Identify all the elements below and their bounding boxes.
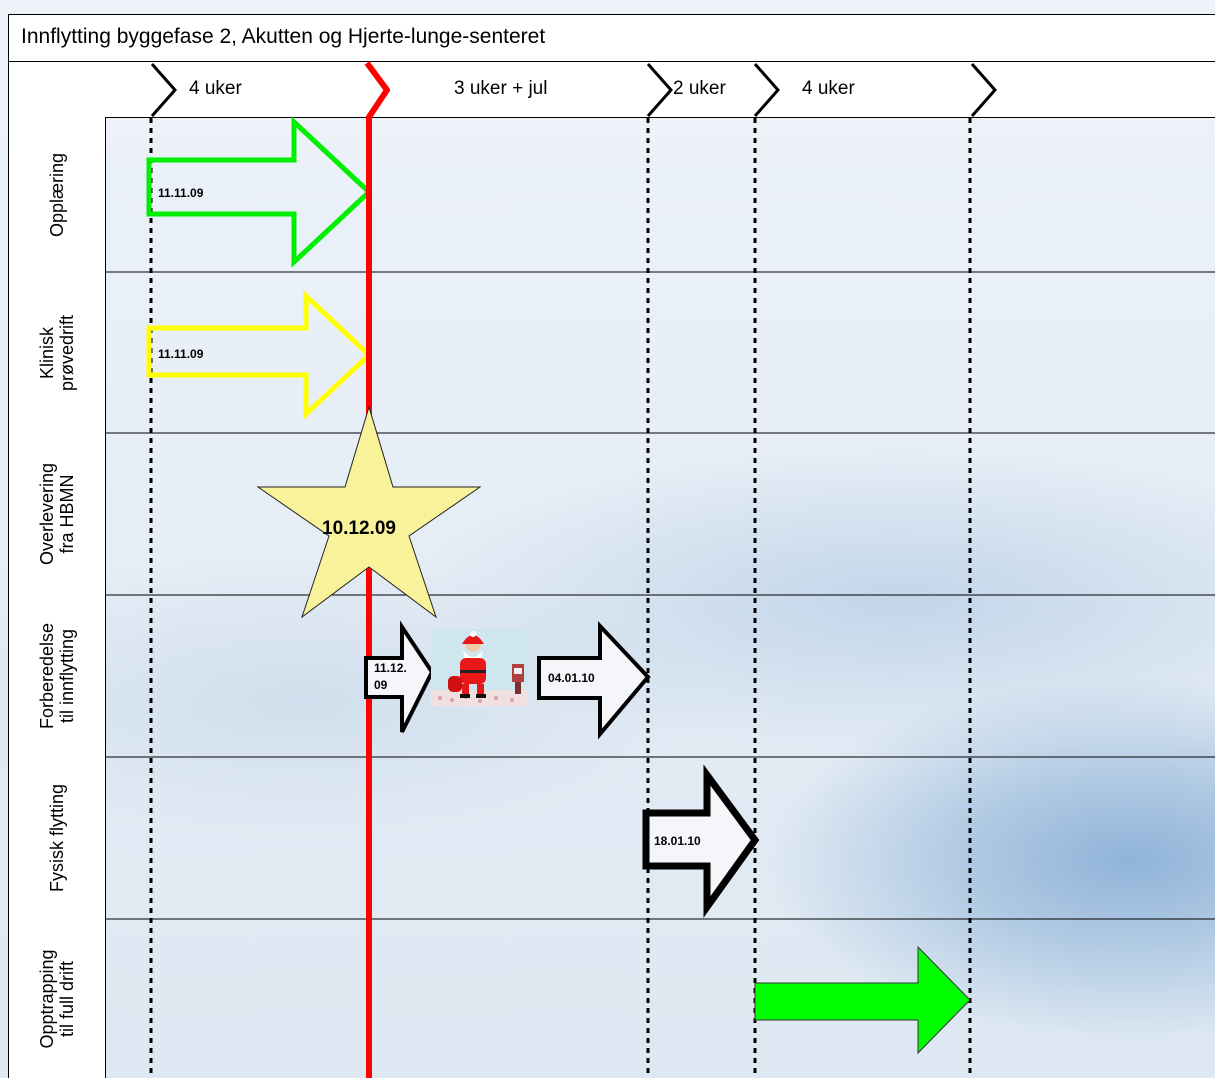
period-label-3: 2 uker	[673, 78, 726, 99]
row-header-klinisk: Klinisk prøvedrift	[8, 272, 106, 434]
period-label-2: 3 uker + jul	[454, 78, 548, 99]
period-chevrons	[150, 63, 998, 117]
row-header-overlevering: Overlevering fra HBMN	[8, 433, 106, 596]
flytting-arrow	[642, 764, 760, 918]
period-label-1: 4 uker	[189, 78, 242, 99]
row-header-opptrapping: Opptrapping til full drift	[8, 919, 106, 1078]
timeline-header	[8, 61, 1215, 118]
chevron-right-icon	[753, 63, 781, 117]
overlevering-date: 10.12.09	[322, 518, 396, 539]
klinisk-arrow	[146, 290, 373, 420]
chevron-right-icon	[150, 63, 178, 117]
opptrapping-arrow	[754, 945, 971, 1055]
overlevering-star-icon	[256, 405, 482, 619]
page-title: Innflytting byggefase 2, Akutten og Hjer…	[21, 25, 546, 48]
title-bar: Innflytting byggefase 2, Akutten og Hjer…	[8, 14, 1215, 62]
opplaering-arrow	[146, 116, 373, 268]
flytting-date: 18.01.10	[654, 834, 701, 848]
chevron-right-icon	[970, 63, 998, 117]
week-dividers	[149, 118, 972, 1078]
klinisk-date: 11.11.09	[158, 347, 204, 361]
forberedelse-arrow-1	[364, 620, 435, 733]
santa-icon	[431, 629, 528, 706]
row-header-forberedelse: Forberedelse til innflytting	[8, 595, 106, 758]
period-label-4: 4 uker	[802, 78, 855, 99]
forberedelse-date-2: 04.01.10	[548, 671, 595, 685]
row-separators	[106, 271, 1215, 920]
opplaering-date: 11.11.09	[158, 186, 204, 200]
current-date-line	[364, 61, 390, 1078]
forberedelse-date-1: 11.12.09	[374, 661, 407, 692]
chevron-right-icon	[646, 63, 674, 117]
forberedelse-arrow-2	[537, 620, 651, 740]
